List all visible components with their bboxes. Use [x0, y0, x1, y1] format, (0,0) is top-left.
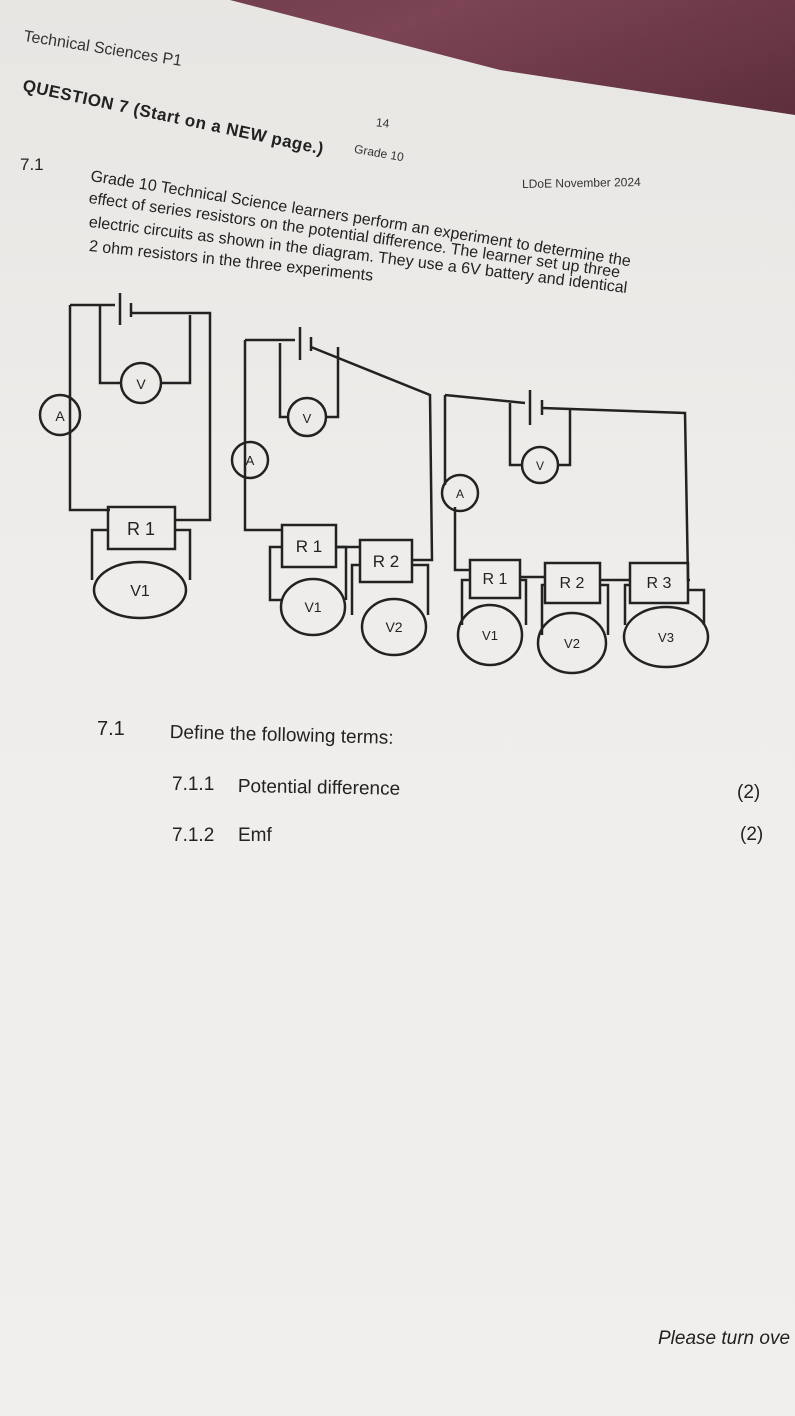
voltmeter-label: V [136, 376, 146, 392]
resistor-label: R 2 [560, 575, 585, 592]
resistor-r2 [543, 561, 602, 605]
voltmeter-symbol [520, 445, 560, 485]
voltmeter-v1 [92, 560, 188, 620]
resistor-r1 [106, 505, 177, 551]
item-marks-1: (2) [737, 782, 761, 803]
ammeter-label: A [456, 487, 464, 501]
resistor-label: R 1 [296, 537, 322, 556]
voltmeter-v-label: V2 [564, 636, 580, 651]
question-number: 7.1 [20, 155, 44, 174]
voltmeter-symbol [286, 396, 328, 438]
ammeter-label: A [246, 453, 255, 468]
voltmeter-v-label: V1 [482, 628, 498, 643]
circuit-1: V A R 1 V1 [38, 293, 212, 620]
resistor-label: R 1 [127, 519, 155, 539]
voltmeter-symbol [119, 361, 163, 405]
voltmeter-v-label: V1 [130, 583, 150, 600]
subquestion-number: 7.1 [97, 718, 125, 740]
circuit-2: V A R 1 R 2 V1 V2 [230, 327, 434, 657]
resistor-r2 [358, 538, 414, 584]
resistor-label: R 3 [647, 575, 672, 592]
item-marks-2: (2) [740, 824, 764, 845]
voltmeter-v1 [279, 577, 347, 637]
footer-note: Please turn ove [658, 1328, 791, 1349]
voltmeter-v2 [360, 597, 428, 657]
voltmeter-v-label: V2 [385, 619, 402, 635]
voltmeter-v1 [456, 603, 524, 667]
page-number: 14 [375, 115, 391, 131]
ammeter-symbol [440, 473, 480, 513]
circuit-3: V A R 1 R 2 R 3 V1 V2 V3 [440, 390, 710, 675]
item-number-1: 7.1.1 [172, 774, 215, 795]
voltmeter-v3 [622, 605, 710, 669]
resistor-r3 [628, 561, 690, 605]
item-text-1: Potential difference [237, 776, 401, 800]
resistor-label: R 1 [483, 571, 508, 588]
exam-label: LDoE November 2024 [521, 174, 641, 192]
ammeter-symbol [38, 393, 82, 437]
voltmeter-v-label: V1 [304, 599, 321, 615]
voltmeter-v-label: V3 [658, 630, 674, 645]
circuit-diagram: V A R 1 V1 V A R 1 R 2 V1 V2 [38, 293, 710, 675]
ammeter-label: A [55, 408, 65, 424]
voltmeter-label: V [536, 459, 544, 473]
item-text-2: Emf [238, 825, 272, 846]
resistor-label: R 2 [373, 552, 399, 571]
item-number-2: 7.1.2 [172, 825, 215, 846]
ammeter-symbol [230, 440, 270, 480]
voltmeter-label: V [303, 411, 312, 426]
voltmeter-v2 [536, 611, 608, 675]
